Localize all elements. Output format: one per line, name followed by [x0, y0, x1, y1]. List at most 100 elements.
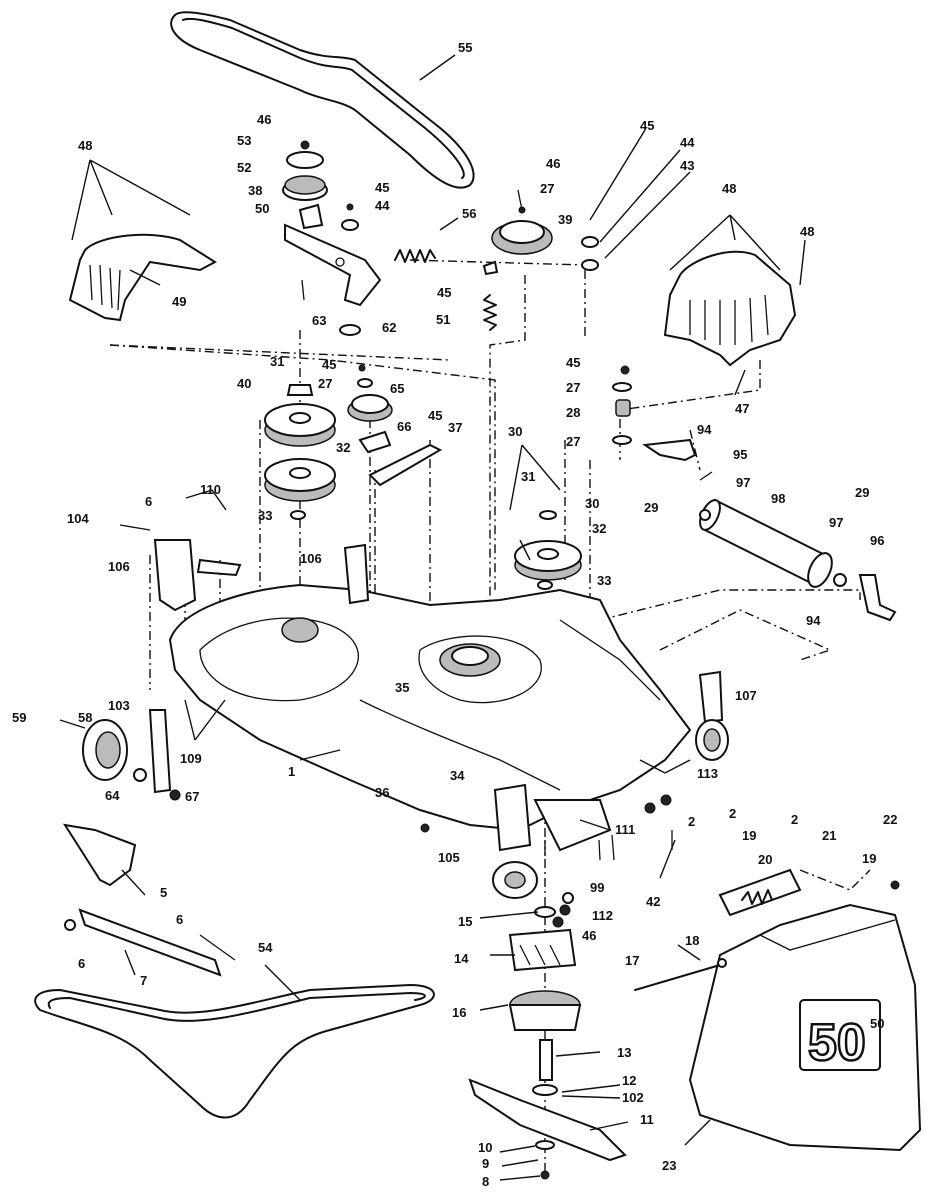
callout-103: 103: [108, 698, 130, 713]
callout-58: 58: [78, 710, 92, 725]
callout-18: 18: [685, 933, 699, 948]
callout-42: 42: [646, 894, 660, 909]
callout-98: 98: [771, 491, 785, 506]
callout-45-d: 45: [566, 355, 580, 370]
hood-badge-number: 50: [808, 1014, 866, 1072]
belt-cover-left-49: [68, 233, 217, 322]
callout-8: 8: [482, 1174, 489, 1189]
rod-7: [64, 908, 236, 977]
spring-51: [483, 294, 497, 331]
callout-31: 31: [270, 354, 284, 369]
alignment-dashed-lines: [109, 259, 871, 1180]
belt-54: [34, 984, 435, 1119]
callout-6-b: 6: [176, 912, 183, 927]
mower-deck-1: [168, 583, 692, 832]
belt-guide-5: [62, 823, 137, 887]
front-bracket-105: [492, 783, 612, 899]
callout-105: 105: [438, 850, 460, 865]
callout-97-b: 97: [829, 515, 843, 530]
callout-31-b: 31: [521, 469, 535, 484]
bracket-95: [642, 438, 713, 481]
callout-45-f: 45: [428, 408, 442, 423]
callout-65: 65: [390, 381, 404, 396]
callout-46-g: 46: [582, 928, 596, 943]
callout-40: 40: [237, 376, 251, 391]
bracket-106-center: [343, 543, 370, 605]
callout-99: 99: [590, 880, 604, 895]
gauge-wheel-107: [695, 670, 729, 761]
bolt-63-washer-62: [301, 279, 361, 336]
hood-badge-superscript: 50: [870, 1016, 884, 1031]
callout-7: 7: [140, 973, 147, 988]
callout-67: 67: [185, 789, 199, 804]
callout-21: 21: [822, 828, 836, 843]
callout-56: 56: [462, 206, 476, 221]
callout-48-b: 48: [722, 181, 736, 196]
callout-39: 39: [558, 212, 572, 227]
callout-5: 5: [160, 885, 167, 900]
callout-62: 62: [382, 320, 396, 335]
callout-30: 30: [508, 424, 522, 439]
callout-13: 13: [617, 1045, 631, 1060]
callout-29: 29: [644, 500, 658, 515]
callout-104: 104: [67, 511, 89, 526]
callout-27: 27: [540, 181, 554, 196]
callout-17: 17: [625, 953, 639, 968]
callout-54: 54: [258, 940, 273, 955]
callout-109: 109: [180, 751, 202, 766]
rod-17: [634, 958, 727, 991]
callout-27-d: 27: [318, 376, 332, 391]
callout-20: 20: [758, 852, 772, 867]
callout-64: 64: [105, 788, 120, 803]
belt-cover-right-47: [663, 250, 797, 367]
callout-38: 38: [248, 183, 262, 198]
callout-106: 106: [108, 559, 130, 574]
callout-51: 51: [436, 312, 450, 327]
callout-33-b: 33: [597, 573, 611, 588]
callout-22: 22: [883, 812, 897, 827]
callout-95: 95: [733, 447, 747, 462]
gauge-wheel-58: [59, 709, 181, 801]
callout-44-b: 44: [680, 135, 695, 150]
callout-16: 16: [452, 1005, 466, 1020]
hardware-stack-right: [612, 365, 632, 445]
callout-19: 19: [742, 828, 756, 843]
callout-106-b: 106: [300, 551, 322, 566]
roller-98: [699, 498, 847, 588]
spindle-pulley-40: [264, 384, 336, 447]
callout-45-e: 45: [322, 357, 336, 372]
callout-44: 44: [375, 198, 390, 213]
callout-111: 111: [615, 822, 635, 837]
callout-46: 46: [257, 112, 271, 127]
spring-56: [394, 249, 436, 263]
callout-48: 48: [78, 138, 92, 153]
callout-32-b: 32: [592, 521, 606, 536]
callout-15: 15: [458, 914, 472, 929]
callout-43: 43: [680, 158, 694, 173]
callout-6-c: 6: [78, 956, 85, 971]
callout-45-c: 45: [437, 285, 451, 300]
callout-37: 37: [448, 420, 462, 435]
callout-27-b: 27: [566, 380, 580, 395]
callout-49: 49: [172, 294, 186, 309]
callout-34: 34: [450, 768, 465, 783]
callout-107: 107: [735, 688, 757, 703]
belt-55: [170, 11, 475, 189]
callout-19-b: 19: [862, 851, 876, 866]
callout-110: 110: [200, 482, 221, 497]
callout-leaders: [71, 54, 806, 1181]
callout-59: 59: [12, 710, 26, 725]
callout-66: 66: [397, 419, 411, 434]
callout-1: 1: [288, 764, 295, 779]
shield-23: 50 50: [688, 903, 922, 1152]
callout-47: 47: [735, 401, 749, 416]
callout-94: 94: [697, 422, 712, 437]
callout-113: 113: [697, 766, 718, 781]
callout-63: 63: [312, 313, 326, 328]
callout-94-b: 94: [806, 613, 821, 628]
idler-pulley-39: [341, 189, 599, 276]
callout-96: 96: [870, 533, 884, 548]
callout-6: 6: [145, 494, 152, 509]
callout-33: 33: [258, 508, 272, 523]
